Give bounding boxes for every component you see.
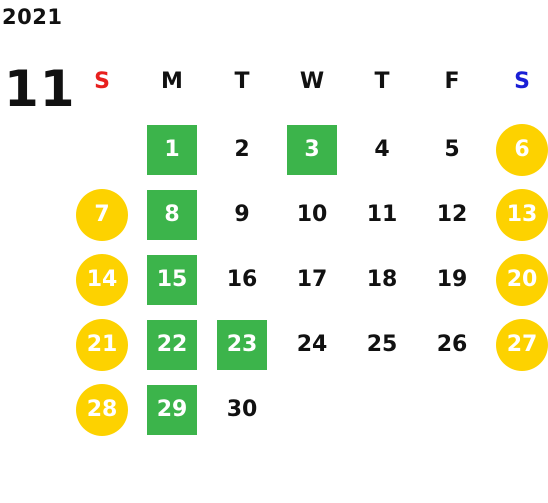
day-cell-29[interactable]: 29 (147, 385, 197, 435)
day-cell-5[interactable]: 5 (444, 137, 460, 162)
day-cell-13[interactable]: 13 (496, 189, 548, 241)
day-cell-11[interactable]: 11 (366, 202, 398, 227)
day-cell-6[interactable]: 6 (496, 124, 548, 176)
day-cell-19[interactable]: 19 (436, 267, 468, 292)
weekday-header-sun: S (94, 69, 110, 94)
weekday-header-mon: M (161, 69, 183, 94)
day-cell-27[interactable]: 27 (496, 319, 548, 371)
day-cell-20[interactable]: 20 (496, 254, 548, 306)
day-cell-17[interactable]: 17 (296, 267, 328, 292)
day-cell-12[interactable]: 12 (436, 202, 468, 227)
weekday-header-fri: F (444, 69, 460, 94)
day-cell-10[interactable]: 10 (296, 202, 328, 227)
weekday-header-thu: T (374, 69, 390, 94)
day-cell-18[interactable]: 18 (366, 267, 398, 292)
day-cell-9[interactable]: 9 (234, 202, 250, 227)
weekday-header-tue: T (234, 69, 250, 94)
day-cell-8[interactable]: 8 (147, 190, 197, 240)
weekday-header-wed: W (299, 69, 325, 94)
day-cell-25[interactable]: 25 (366, 332, 398, 357)
day-cell-15[interactable]: 15 (147, 255, 197, 305)
day-cell-14[interactable]: 14 (76, 254, 128, 306)
day-cell-3[interactable]: 3 (287, 125, 337, 175)
weekday-header-sat: S (514, 69, 530, 94)
day-cell-26[interactable]: 26 (436, 332, 468, 357)
day-cell-4[interactable]: 4 (374, 137, 390, 162)
day-cell-28[interactable]: 28 (76, 384, 128, 436)
day-cell-22[interactable]: 22 (147, 320, 197, 370)
year-label: 2021 (2, 5, 63, 29)
day-cell-7[interactable]: 7 (76, 189, 128, 241)
day-cell-2[interactable]: 2 (234, 137, 250, 162)
day-cell-23[interactable]: 23 (217, 320, 267, 370)
month-number: 11 (4, 60, 76, 118)
day-cell-1[interactable]: 1 (147, 125, 197, 175)
day-cell-24[interactable]: 24 (296, 332, 328, 357)
day-cell-21[interactable]: 21 (76, 319, 128, 371)
day-cell-30[interactable]: 30 (226, 397, 258, 422)
day-cell-16[interactable]: 16 (226, 267, 258, 292)
